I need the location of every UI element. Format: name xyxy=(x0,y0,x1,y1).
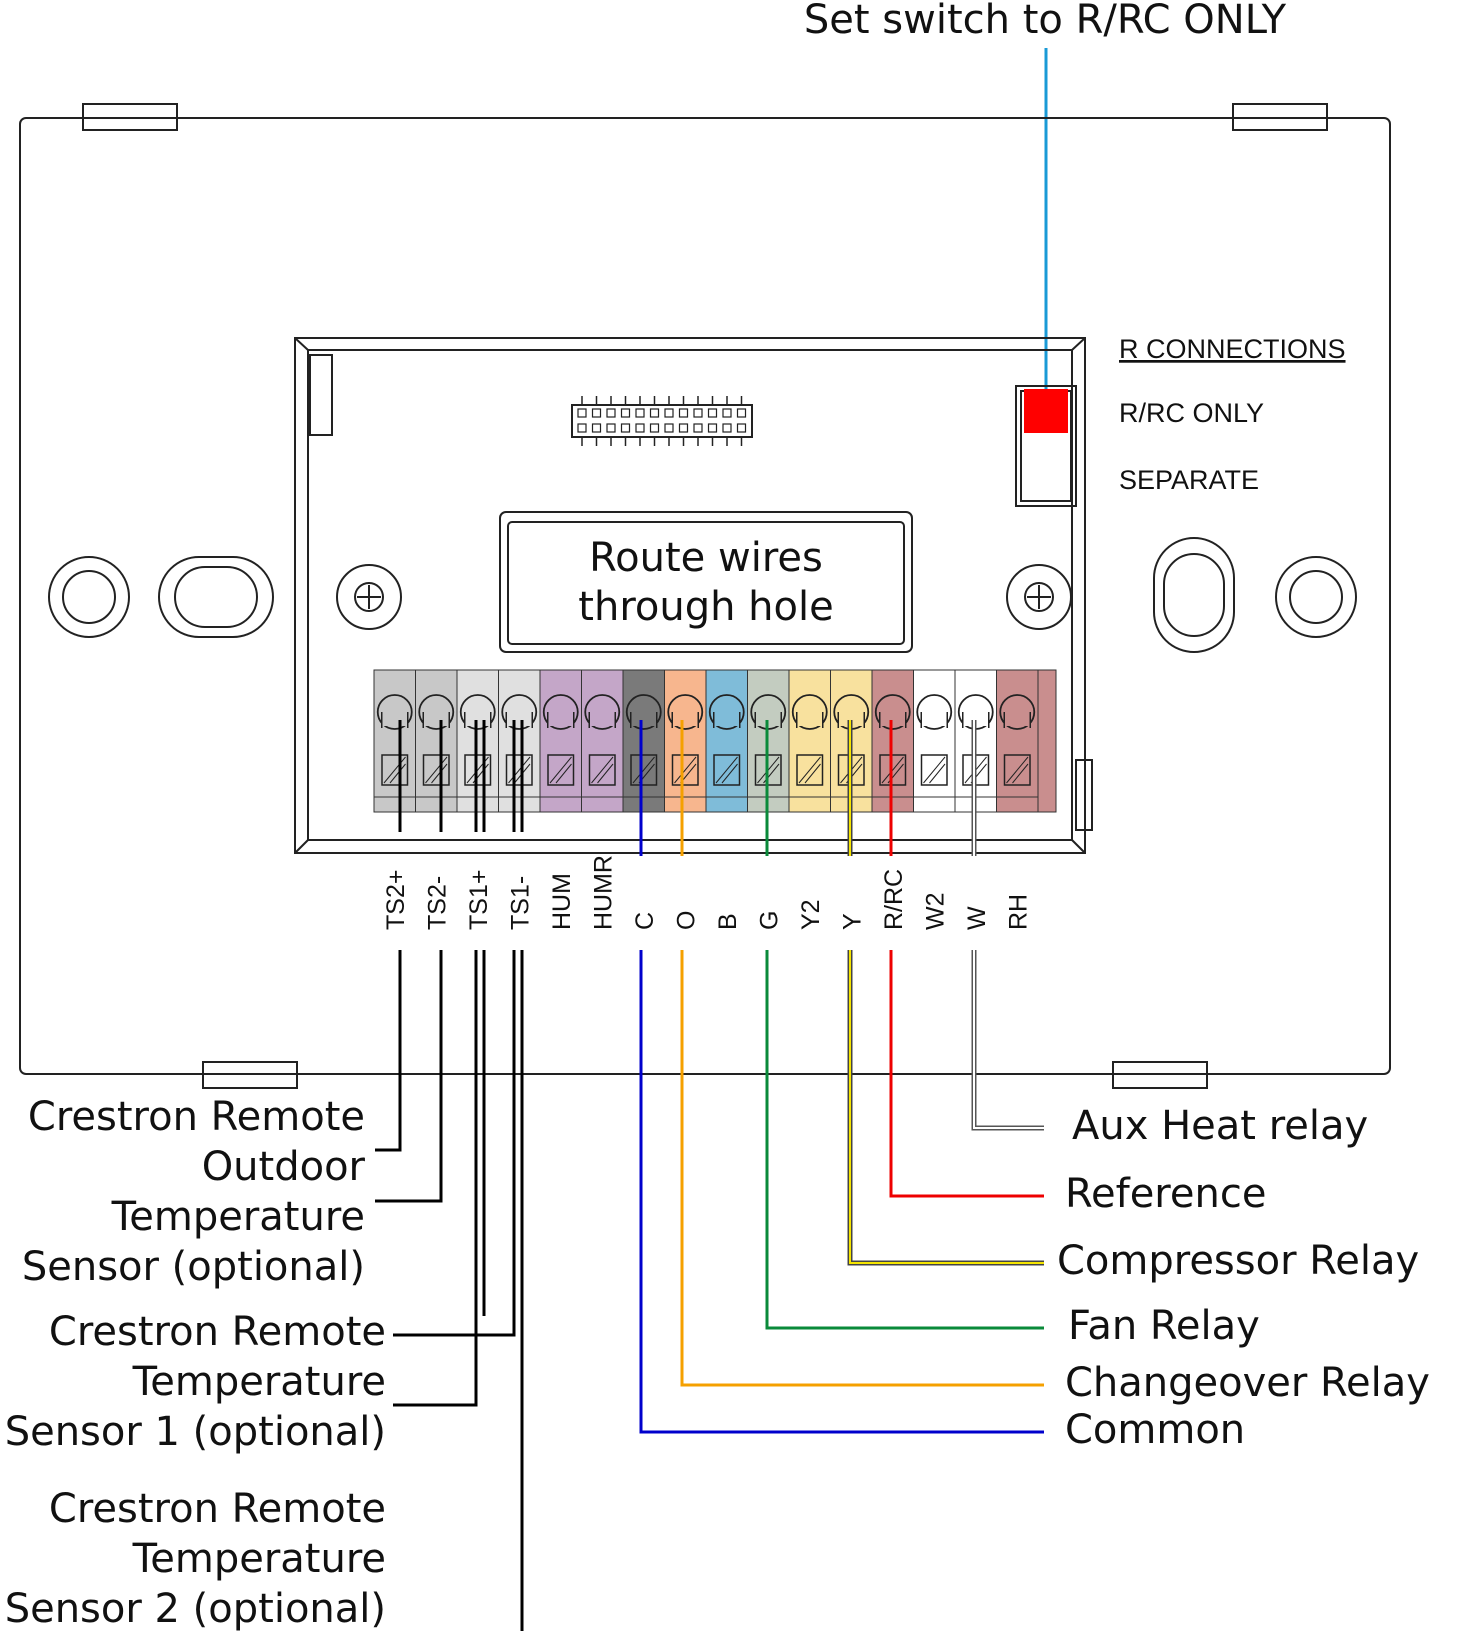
terminal-label-ts2-: TS2- xyxy=(423,876,451,930)
terminal-ts2-[interactable] xyxy=(415,669,458,813)
hole-text-line2: through hole xyxy=(578,584,833,630)
terminal-label-g: G xyxy=(755,911,783,930)
terminal-o[interactable] xyxy=(664,669,707,813)
switch-indicator xyxy=(1024,389,1068,433)
label-sensor-2: Crestron Remote Temperature Sensor 2 (op… xyxy=(5,1486,386,1631)
terminal-label-o: O xyxy=(672,911,700,930)
top-note: Set switch to R/RC ONLY xyxy=(804,0,1287,43)
terminal-label-w2: W2 xyxy=(921,893,949,931)
terminal-rh[interactable] xyxy=(996,669,1039,813)
terminal-y2[interactable] xyxy=(788,669,831,813)
terminal-c[interactable] xyxy=(622,669,665,813)
wire-aux-heat-lower-inner xyxy=(973,950,1044,1129)
label-reference: Reference xyxy=(1065,1171,1266,1217)
wire-ts1-minus-a-lower xyxy=(393,950,516,1337)
label-aux-heat: Aux Heat relay xyxy=(1072,1103,1368,1149)
wires xyxy=(375,720,1044,1631)
wire-reference-lower xyxy=(889,950,1044,1198)
terminal-label-hum: HUM xyxy=(548,873,576,930)
wire-compressor-lower xyxy=(847,950,1044,1266)
terminal-ts1-[interactable] xyxy=(498,669,541,813)
mount-slot-right xyxy=(1153,537,1235,653)
outdoor-line1: Crestron Remote xyxy=(28,1094,365,1140)
terminal-label-y2: Y2 xyxy=(797,899,825,930)
terminal-ts1-[interactable] xyxy=(456,669,499,813)
label-common: Common xyxy=(1065,1407,1245,1453)
label-compressor: Compressor Relay xyxy=(1057,1238,1419,1284)
sensor2-line2: Temperature xyxy=(132,1536,386,1582)
wire-aux-heat-lower xyxy=(971,950,1044,1131)
sensor1-line1: Crestron Remote xyxy=(49,1309,386,1355)
screw-left xyxy=(336,564,402,630)
pin-header-connector xyxy=(571,396,753,446)
label-changeover: Changeover Relay xyxy=(1065,1360,1430,1406)
terminal-r-rc[interactable] xyxy=(871,669,914,813)
terminal-label-b: B xyxy=(714,913,742,930)
terminal-b[interactable] xyxy=(705,669,748,813)
terminal-hum[interactable] xyxy=(539,669,582,813)
terminal-label-ts2-: TS2+ xyxy=(382,870,410,930)
switch-option-rrc-only: R/RC ONLY xyxy=(1119,398,1264,428)
wire-ts1-plus-a-lower xyxy=(393,950,478,1407)
mount-hole-right xyxy=(1275,556,1357,638)
terminal-ts2-[interactable] xyxy=(373,669,416,813)
terminal-label-c: C xyxy=(631,912,659,930)
terminal-w2[interactable] xyxy=(913,669,956,813)
terminal-label-ts1-: TS1+ xyxy=(465,870,493,930)
wire-routing-hole: Route wires through hole xyxy=(499,511,913,653)
terminal-block xyxy=(373,669,1057,813)
hole-text-line1: Route wires xyxy=(589,535,823,581)
label-fan: Fan Relay xyxy=(1068,1303,1260,1349)
terminal-label-ts1-: TS1- xyxy=(506,876,534,930)
screw-right xyxy=(1006,564,1072,630)
wire-compressor-lower-inner xyxy=(849,950,1044,1264)
r-connections-switch[interactable] xyxy=(1015,385,1077,507)
wire-fan-lower xyxy=(765,950,1044,1330)
wire-ts2-minus-lower xyxy=(375,950,443,1203)
terminal-label-w: W xyxy=(963,906,991,930)
mount-slot-left xyxy=(158,556,274,638)
backplate xyxy=(19,103,1391,1089)
sensor1-line2: Temperature xyxy=(132,1359,386,1405)
sensor2-line3: Sensor 2 (optional) xyxy=(5,1586,386,1631)
wire-changeover-lower xyxy=(680,950,1044,1387)
label-sensor-1: Crestron Remote Temperature Sensor 1 (op… xyxy=(5,1309,386,1455)
terminal-humr[interactable] xyxy=(581,669,624,813)
outdoor-line4: Sensor (optional) xyxy=(22,1244,365,1290)
mount-hole-left xyxy=(48,556,130,638)
outdoor-line2: Outdoor xyxy=(202,1144,366,1190)
terminal-label-y: Y xyxy=(838,913,866,930)
terminal-panel xyxy=(294,337,1093,854)
terminal-label-r-rc: R/RC xyxy=(880,869,908,930)
terminal-label-rh: RH xyxy=(1004,894,1032,930)
terminal-label-humr: HUMR xyxy=(589,855,617,930)
sensor2-line1: Crestron Remote xyxy=(49,1486,386,1532)
outdoor-line3: Temperature xyxy=(111,1194,365,1240)
sensor1-line3: Sensor 1 (optional) xyxy=(5,1409,386,1455)
switch-title: R CONNECTIONS xyxy=(1119,334,1346,364)
wire-common-lower xyxy=(639,950,1044,1434)
switch-option-separate: SEPARATE xyxy=(1119,465,1259,495)
label-outdoor-sensor: Crestron Remote Outdoor Temperature Sens… xyxy=(22,1094,366,1290)
wire-ts2-plus-lower xyxy=(375,950,402,1152)
